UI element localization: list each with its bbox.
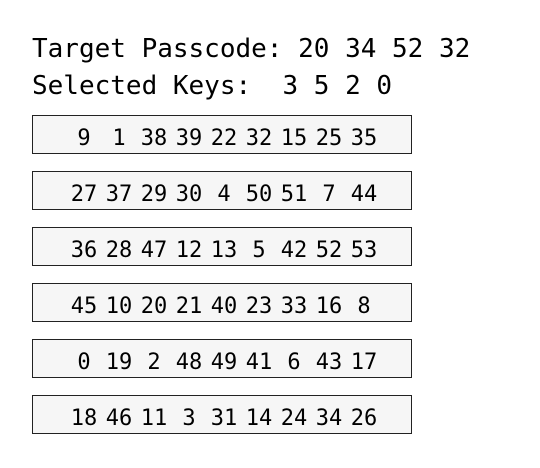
key-button[interactable]: 17: [350, 350, 378, 375]
key-button[interactable]: 11: [140, 406, 168, 431]
key-button[interactable]: 50: [245, 182, 273, 207]
key-button[interactable]: 5: [252, 238, 266, 263]
key-button[interactable]: 16: [315, 294, 343, 319]
key-button[interactable]: 8: [357, 294, 371, 319]
key-button[interactable]: 3: [182, 406, 196, 431]
key-button[interactable]: 10: [105, 294, 133, 319]
key-button[interactable]: 19: [105, 350, 133, 375]
key-button[interactable]: 42: [280, 238, 308, 263]
key-button[interactable]: 49: [210, 350, 238, 375]
key-button[interactable]: 32: [245, 126, 273, 151]
key-button[interactable]: 47: [140, 238, 168, 263]
key-button[interactable]: 45: [70, 294, 98, 319]
key-button[interactable]: 43: [315, 350, 343, 375]
key-button[interactable]: 12: [175, 238, 203, 263]
key-button[interactable]: 36: [70, 238, 98, 263]
key-button[interactable]: 15: [280, 126, 308, 151]
key-row: 0 19 2 48 49 41 6 43 17: [32, 339, 412, 378]
target-passcode-values: 20 34 52 32: [298, 34, 471, 64]
key-button[interactable]: 30: [175, 182, 203, 207]
selected-keys-line: Selected Keys: 3 5 2 0: [32, 71, 392, 101]
key-button[interactable]: 9: [77, 126, 91, 151]
key-button[interactable]: 44: [350, 182, 378, 207]
key-row: 45 10 20 21 40 23 33 16 8: [32, 283, 412, 322]
key-button[interactable]: 40: [210, 294, 238, 319]
key-button[interactable]: 34: [315, 406, 343, 431]
key-button[interactable]: 46: [105, 406, 133, 431]
key-button[interactable]: 14: [245, 406, 273, 431]
key-button[interactable]: 41: [245, 350, 273, 375]
key-row: 27 37 29 30 4 50 51 7 44: [32, 171, 412, 210]
key-button[interactable]: 13: [210, 238, 238, 263]
selected-keys-label: Selected Keys:: [32, 71, 252, 101]
key-button[interactable]: 48: [175, 350, 203, 375]
key-button[interactable]: 52: [315, 238, 343, 263]
key-button[interactable]: 31: [210, 406, 238, 431]
key-button[interactable]: 22: [210, 126, 238, 151]
key-button[interactable]: 51: [280, 182, 308, 207]
key-button[interactable]: 0: [77, 350, 91, 375]
key-button[interactable]: 25: [315, 126, 343, 151]
key-button[interactable]: 7: [322, 182, 336, 207]
key-button[interactable]: 27: [70, 182, 98, 207]
key-button[interactable]: 4: [217, 182, 231, 207]
key-button[interactable]: 21: [175, 294, 203, 319]
key-button[interactable]: 6: [287, 350, 301, 375]
key-row: 36 28 47 12 13 5 42 52 53: [32, 227, 412, 266]
key-button[interactable]: 1: [112, 126, 126, 151]
key-button[interactable]: 20: [140, 294, 168, 319]
key-button[interactable]: 37: [105, 182, 133, 207]
key-button[interactable]: 29: [140, 182, 168, 207]
selected-keys-values: 3 5 2 0: [282, 71, 393, 101]
key-button[interactable]: 2: [147, 350, 161, 375]
key-button[interactable]: 35: [350, 126, 378, 151]
key-button[interactable]: 33: [280, 294, 308, 319]
key-button[interactable]: 23: [245, 294, 273, 319]
key-row: 18 46 11 3 31 14 24 34 26: [32, 395, 412, 434]
key-button[interactable]: 18: [70, 406, 98, 431]
key-button[interactable]: 28: [105, 238, 133, 263]
key-button[interactable]: 24: [280, 406, 308, 431]
target-passcode-line: Target Passcode: 20 34 52 32: [32, 34, 470, 64]
key-button[interactable]: 38: [140, 126, 168, 151]
key-button[interactable]: 53: [350, 238, 378, 263]
key-button[interactable]: 26: [350, 406, 378, 431]
target-passcode-label: Target Passcode:: [32, 34, 283, 64]
key-button[interactable]: 39: [175, 126, 203, 151]
